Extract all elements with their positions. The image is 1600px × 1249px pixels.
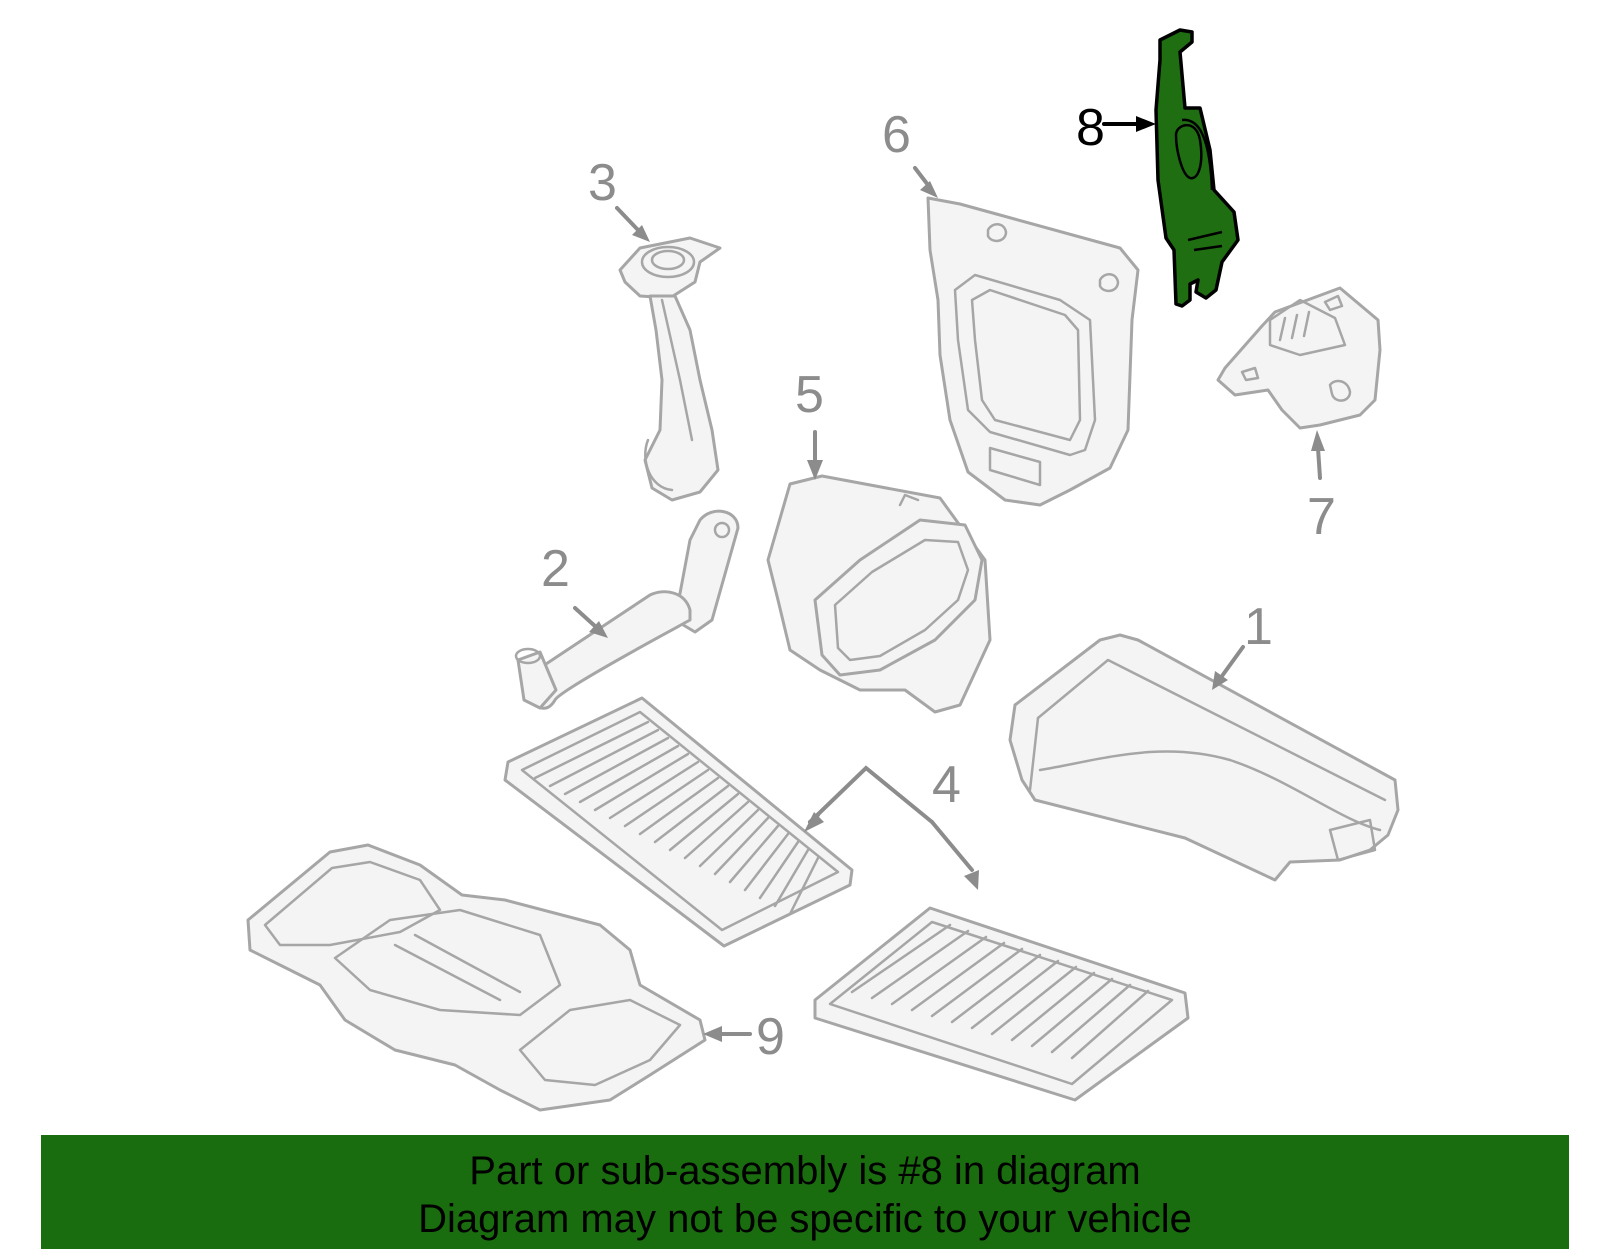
part-7-mount [1216, 286, 1382, 430]
callout-leaders [573, 116, 1325, 1042]
callout-8: 8 [1076, 99, 1105, 157]
part-1-housing-cover [1008, 633, 1400, 882]
callout-2: 2 [541, 540, 570, 598]
part-4-air-filters [503, 696, 1190, 1102]
callout-7: 7 [1307, 488, 1336, 546]
callout-6: 6 [882, 106, 911, 164]
banner-line-2: Diagram may not be specific to your vehi… [418, 1197, 1192, 1241]
part-3-tube [618, 236, 722, 502]
part-6-airbox-housing [926, 196, 1140, 507]
banner-line-1: Part or sub-assembly is #8 in diagram [469, 1149, 1141, 1193]
part-5-intake-duct [766, 474, 992, 714]
callout-9: 9 [756, 1008, 785, 1066]
part-8-bracket-highlighted [1154, 28, 1240, 308]
part-9-lower-tray [246, 843, 707, 1112]
callout-3: 3 [588, 154, 617, 212]
part-2-hose-bracket [514, 509, 740, 710]
callout-1: 1 [1244, 598, 1273, 656]
callout-4: 4 [932, 756, 961, 814]
info-banner: Part or sub-assembly is #8 in diagram Di… [41, 1135, 1569, 1249]
callout-5: 5 [795, 366, 824, 424]
